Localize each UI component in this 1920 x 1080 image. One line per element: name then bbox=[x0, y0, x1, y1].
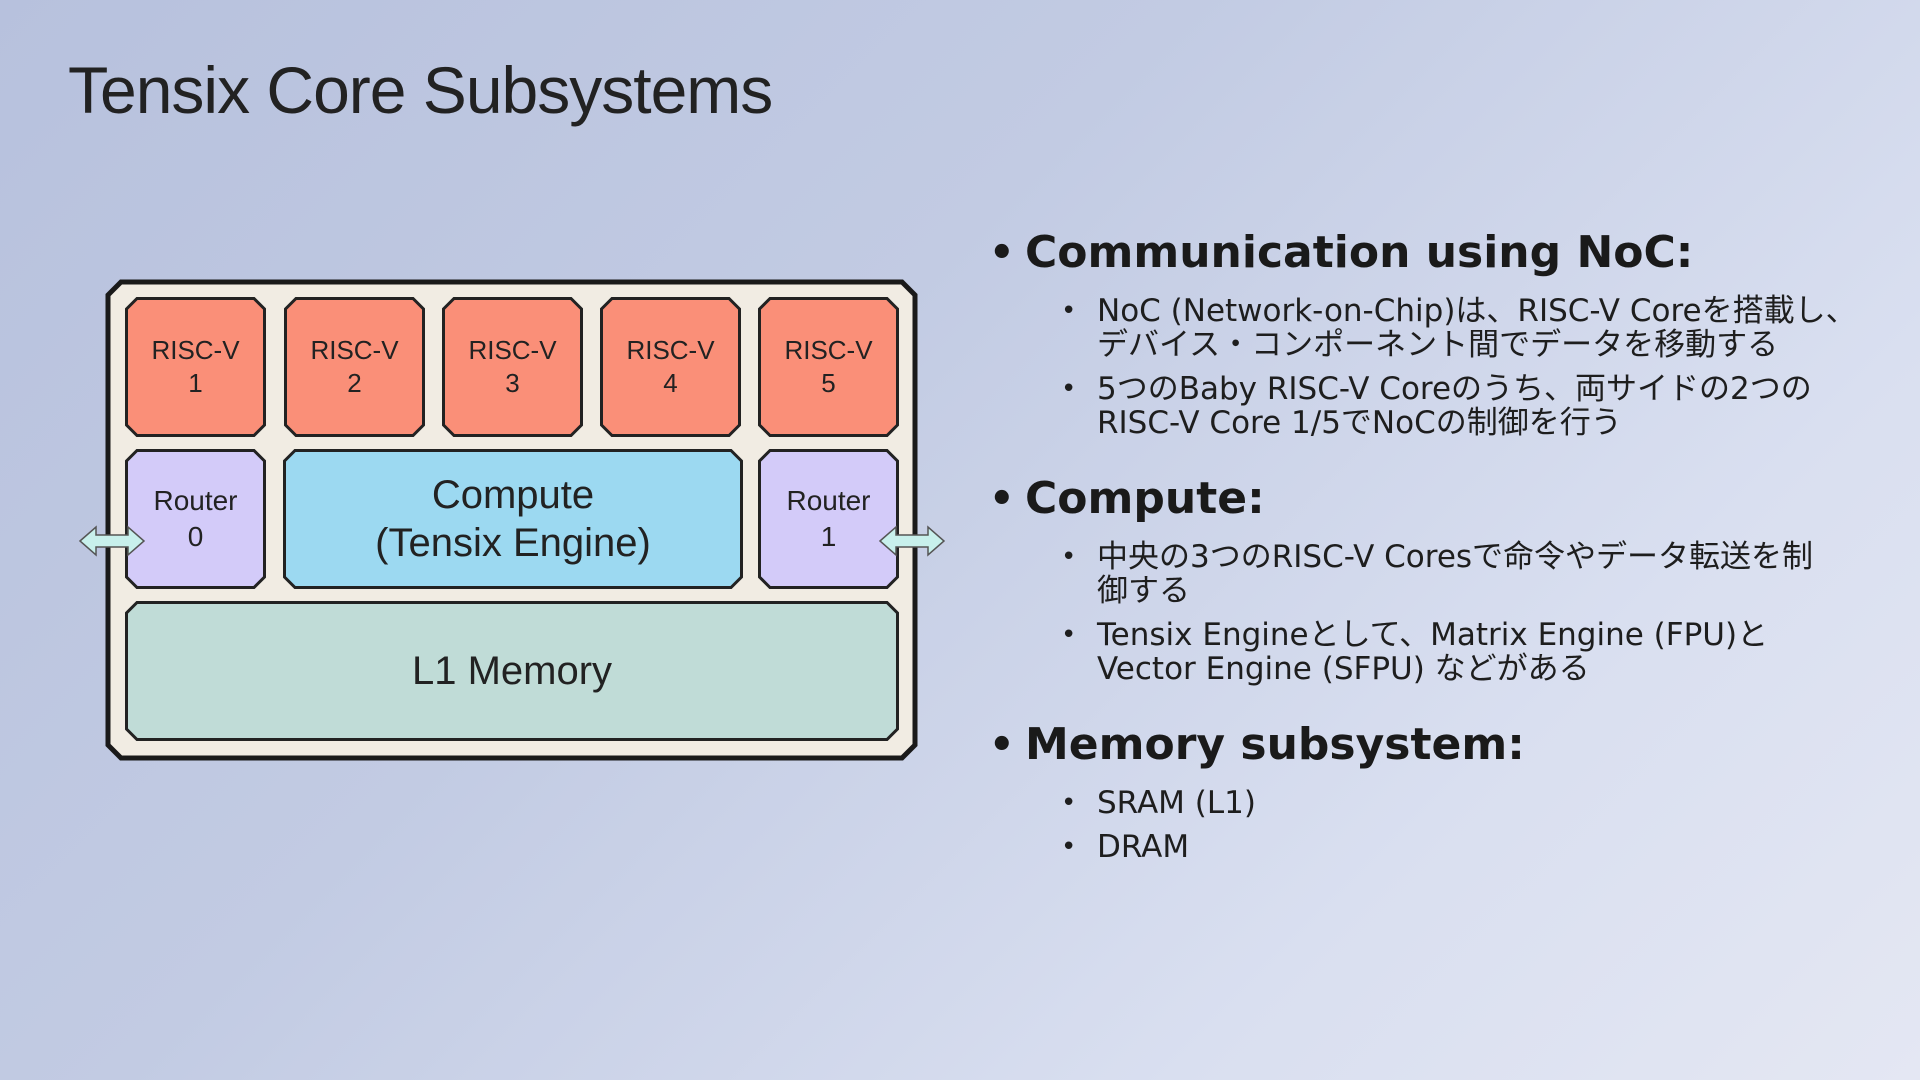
router-label: Router bbox=[786, 485, 871, 516]
router-label: Router bbox=[153, 485, 238, 516]
tensix-core-diagram: RISC-V 1 RISC-V 2 RISC-V 3 RISC-V 4 RISC… bbox=[105, 279, 918, 761]
bullet-line: デバイス・コンポーネント間でデータを移動する bbox=[1097, 327, 1779, 363]
bullet-line: SRAM (L1) bbox=[1097, 785, 1256, 821]
risc-v-core-label: RISC-V bbox=[468, 335, 557, 365]
bullet-item: • 5つのBaby RISC-V Coreのうち、両サイドの2つの RISC-V… bbox=[985, 372, 1885, 440]
bullet-dot-icon: • bbox=[1061, 620, 1077, 650]
router-1: Router 1 bbox=[758, 449, 899, 589]
bullet-line: Vector Engine (SFPU) などがある bbox=[1097, 651, 1590, 687]
bullet-dot-icon: • bbox=[1061, 832, 1077, 862]
router-0: Router 0 bbox=[125, 449, 266, 589]
section-heading: • Compute: bbox=[985, 468, 1885, 530]
section-memory: • Memory subsystem: • SRAM (L1) • DRAM bbox=[985, 714, 1885, 864]
bullet-item: • DRAM bbox=[985, 830, 1885, 864]
slide-title: Tensix Core Subsystems bbox=[68, 53, 773, 127]
compute-block: Compute (Tensix Engine) bbox=[283, 449, 743, 589]
bullet-list: • Communication using NoC: • NoC (Networ… bbox=[985, 222, 1885, 892]
bullet-line: 中央の3つのRISC-V Coresで命令やデータ転送を制 bbox=[1097, 539, 1814, 575]
bullet-item: • SRAM (L1) bbox=[985, 786, 1885, 820]
bullet-dot-icon: • bbox=[1061, 374, 1077, 404]
compute-sublabel: (Tensix Engine) bbox=[375, 521, 651, 565]
risc-v-core-number: 1 bbox=[188, 368, 203, 398]
risc-v-core-2: RISC-V 2 bbox=[284, 297, 425, 437]
risc-v-core-5: RISC-V 5 bbox=[758, 297, 899, 437]
risc-v-core-1: RISC-V 1 bbox=[125, 297, 266, 437]
bullet-dot-icon: • bbox=[989, 476, 1015, 522]
l1-memory-label: L1 Memory bbox=[411, 648, 613, 693]
router-number: 1 bbox=[820, 521, 837, 552]
section-communication: • Communication using NoC: • NoC (Networ… bbox=[985, 222, 1885, 440]
bullet-dot-icon: • bbox=[1061, 788, 1077, 818]
risc-v-core-label: RISC-V bbox=[310, 335, 399, 365]
risc-v-core-label: RISC-V bbox=[151, 335, 240, 365]
bullet-line: DRAM bbox=[1097, 829, 1190, 865]
heading-text: Memory subsystem: bbox=[1025, 719, 1525, 770]
bullet-line: Tensix Engineとして、Matrix Engine (FPU)と bbox=[1097, 617, 1769, 653]
bullet-dot-icon: • bbox=[1061, 296, 1077, 326]
risc-v-core-number: 2 bbox=[347, 368, 362, 398]
risc-v-core-label: RISC-V bbox=[784, 335, 873, 365]
compute-label: Compute bbox=[431, 473, 595, 517]
bullet-item: • NoC (Network-on-Chip)は、RISC-V Coreを搭載し… bbox=[985, 294, 1885, 362]
noc-arrow-right-icon bbox=[878, 525, 946, 557]
bullet-dot-icon: • bbox=[989, 722, 1015, 768]
router-number: 0 bbox=[187, 521, 204, 552]
bullet-item: • Tensix Engineとして、Matrix Engine (FPU)と … bbox=[985, 618, 1885, 686]
l1-memory-block: L1 Memory bbox=[125, 601, 899, 741]
risc-v-core-number: 5 bbox=[821, 368, 836, 398]
heading-text: Communication using NoC: bbox=[1025, 227, 1694, 278]
bullet-line: 5つのBaby RISC-V Coreのうち、両サイドの2つの bbox=[1097, 371, 1812, 407]
bullet-dot-icon: • bbox=[1061, 542, 1077, 572]
section-heading: • Memory subsystem: bbox=[985, 714, 1885, 776]
risc-v-core-number: 4 bbox=[663, 368, 678, 398]
bullet-item: • 中央の3つのRISC-V Coresで命令やデータ転送を制 御する bbox=[985, 540, 1885, 608]
noc-arrow-left-icon bbox=[78, 525, 146, 557]
risc-v-core-4: RISC-V 4 bbox=[600, 297, 741, 437]
bullet-line: RISC-V Core 1/5でNoCの制御を行う bbox=[1097, 405, 1622, 441]
heading-text: Compute: bbox=[1025, 473, 1265, 524]
risc-v-core-label: RISC-V bbox=[626, 335, 715, 365]
section-heading: • Communication using NoC: bbox=[985, 222, 1885, 284]
bullet-dot-icon: • bbox=[989, 230, 1015, 276]
risc-v-core-3: RISC-V 3 bbox=[442, 297, 583, 437]
bullet-line: 御する bbox=[1097, 573, 1190, 609]
risc-v-core-number: 3 bbox=[505, 368, 520, 398]
bullet-line: NoC (Network-on-Chip)は、RISC-V Coreを搭載し、 bbox=[1097, 293, 1857, 329]
section-compute: • Compute: • 中央の3つのRISC-V Coresで命令やデータ転送… bbox=[985, 468, 1885, 686]
